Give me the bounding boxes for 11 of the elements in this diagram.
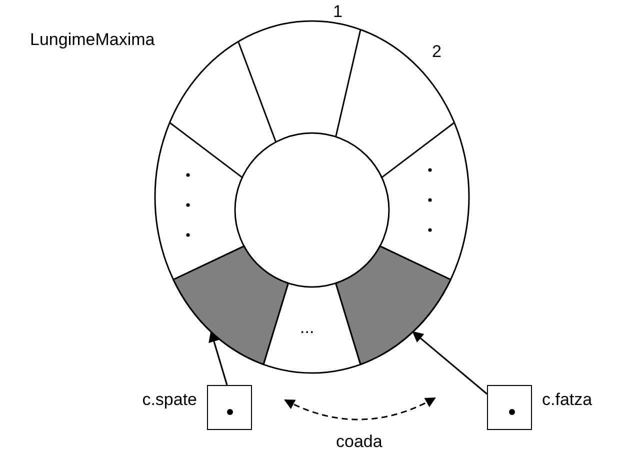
shaded-slot bbox=[172, 245, 289, 366]
slot-number: 1 bbox=[333, 2, 342, 22]
capacity-label: LungimeMaxima bbox=[30, 30, 155, 50]
pointer-label: c.spate bbox=[142, 390, 197, 410]
shaded-slot bbox=[335, 245, 452, 366]
ellipsis-text: ... bbox=[300, 318, 314, 338]
pointer-label: c.fatza bbox=[542, 390, 592, 410]
queue-label: coada bbox=[336, 432, 382, 452]
slot-number: 2 bbox=[432, 42, 442, 62]
pointer-arrow bbox=[208, 330, 228, 386]
pointer-arrow bbox=[412, 331, 488, 395]
